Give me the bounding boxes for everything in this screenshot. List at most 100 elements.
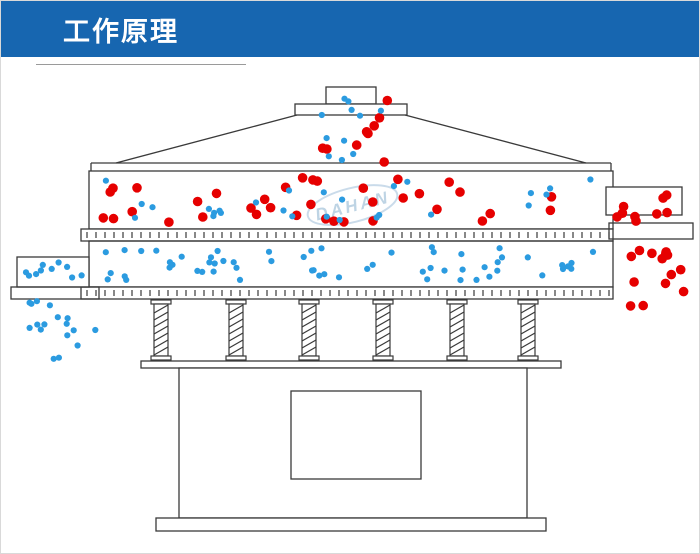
inlet-stream-red-particle (379, 157, 390, 167)
lower-deck-blue-particle (199, 268, 206, 275)
right-stream-red-particle (678, 286, 689, 297)
right-outlet-red-particle (652, 209, 662, 219)
upper-deck-red-particle (414, 188, 425, 199)
lower-deck-blue-particle (369, 261, 376, 268)
upper-deck-red-particle (164, 217, 174, 227)
left-stream-blue-particle (46, 302, 54, 309)
left-outlet-blue-particle (64, 263, 71, 270)
left-stream-blue-particle (50, 355, 57, 362)
left-outlet-blue-particle (78, 272, 85, 279)
upper-deck-red-particle (297, 173, 308, 183)
lower-deck-blue-particle (494, 267, 501, 274)
inlet-stream-blue-particle (348, 106, 355, 113)
right-outlet-red-particle (630, 211, 640, 222)
spring (446, 299, 468, 361)
lower-deck-blue-particle (178, 253, 185, 260)
left-stream-blue-particle (64, 315, 71, 322)
lower-deck-blue-particle (220, 257, 227, 265)
lower-deck-blue-particle (498, 254, 506, 261)
inlet-stream-red-particle (382, 95, 393, 106)
lower-deck-blue-particle (211, 260, 218, 267)
inlet-stream-blue-particle (325, 153, 332, 160)
lower-clamp-ring (80, 286, 614, 300)
upper-deck-blue-particle (320, 189, 327, 196)
page-title: 工作原理 (63, 16, 179, 47)
lower-deck-blue-particle (419, 268, 426, 275)
upper-deck-blue-particle (336, 216, 343, 224)
lower-deck-blue-particle (102, 249, 109, 256)
inlet-stream-red-particle (317, 143, 328, 153)
upper-deck-blue-particle (587, 176, 594, 183)
upper-deck-blue-particle (428, 211, 435, 218)
left-outlet-blue-particle (48, 265, 55, 272)
upper-deck-blue-particle (527, 190, 535, 197)
upper-deck-red-particle (192, 196, 203, 207)
lower-deck-blue-particle (265, 248, 273, 255)
lower-deck-blue-particle (308, 247, 315, 254)
left-stream-blue-particle (74, 342, 81, 349)
lower-deck-blue-particle (153, 247, 160, 254)
upper-deck-red-particle (211, 188, 222, 199)
right-stream-red-particle (626, 251, 637, 262)
lower-deck-blue-particle (123, 276, 130, 283)
lower-deck-blue-particle (539, 272, 546, 279)
upper-deck-blue-particle (280, 207, 287, 214)
inlet-stream-blue-particle (341, 137, 348, 144)
right-stream-red-particle (634, 245, 645, 256)
upper-deck-blue-particle (390, 183, 397, 190)
upper-deck-red-particle (329, 216, 339, 226)
left-stream-blue-particle (41, 321, 48, 328)
particles-layer (22, 95, 689, 362)
upper-deck-red-particle (306, 199, 316, 210)
upper-deck-red-particle (398, 193, 409, 203)
lower-deck-blue-particle (138, 247, 145, 255)
right-outlet-red-particle (661, 190, 672, 200)
spring (517, 299, 539, 361)
upper-deck-red-particle (444, 177, 455, 187)
lower-deck-blue-particle (194, 267, 201, 274)
lower-deck-blue-particle (121, 247, 128, 254)
upper-deck-red-particle (132, 183, 142, 193)
upper-deck-blue-particle (289, 213, 296, 220)
inlet-stream-red-particle (351, 140, 362, 150)
lower-deck-blue-particle (104, 276, 111, 283)
dust-cover-cone (90, 114, 612, 171)
lower-deck-blue-particle (428, 244, 435, 251)
upper-deck-red-particle (485, 208, 496, 219)
upper-deck-red-particle (246, 203, 256, 213)
lower-deck-blue-particle (335, 274, 343, 281)
left-stream-blue-particle (63, 320, 70, 327)
lower-deck-blue-particle (494, 259, 501, 266)
lower-deck-blue-particle (206, 259, 213, 266)
left-stream-blue-particle (34, 321, 41, 328)
inlet-stream-blue-particle (338, 156, 345, 164)
lower-deck-blue-particle (473, 276, 480, 283)
left-stream-blue-particle (64, 332, 71, 339)
upper-deck-blue-particle (404, 178, 411, 185)
left-stream-blue-particle (92, 326, 99, 334)
inlet-stream-red-particle (361, 127, 372, 137)
upper-deck-blue-particle (149, 204, 156, 211)
lower-deck-blue-particle (589, 248, 597, 255)
upper-deck-red-particle (368, 197, 378, 207)
left-stream-blue-particle (70, 327, 77, 334)
left-stream-blue-particle (55, 354, 63, 361)
inlet-stream-blue-particle (377, 107, 384, 114)
lower-deck-blue-particle (441, 267, 448, 274)
upper-deck-red-particle (198, 212, 208, 222)
lower-deck-blue-particle (388, 249, 395, 256)
inlet-stream-blue-particle (341, 95, 348, 102)
upper-deck-blue-particle (252, 199, 260, 206)
spring (298, 299, 320, 361)
upper-deck-blue-particle (205, 205, 212, 212)
machine-base (140, 360, 562, 532)
lower-deck-blue-particle (321, 271, 328, 278)
lower-deck-blue-particle (486, 273, 493, 280)
inlet-stream-red-particle (369, 121, 380, 131)
lower-screen-deck (80, 240, 614, 300)
right-outlet-red-particle (618, 201, 629, 212)
left-outlet-blue-particle (39, 261, 46, 268)
motor-window (290, 390, 422, 480)
left-outlet-blue-particle (33, 271, 40, 278)
